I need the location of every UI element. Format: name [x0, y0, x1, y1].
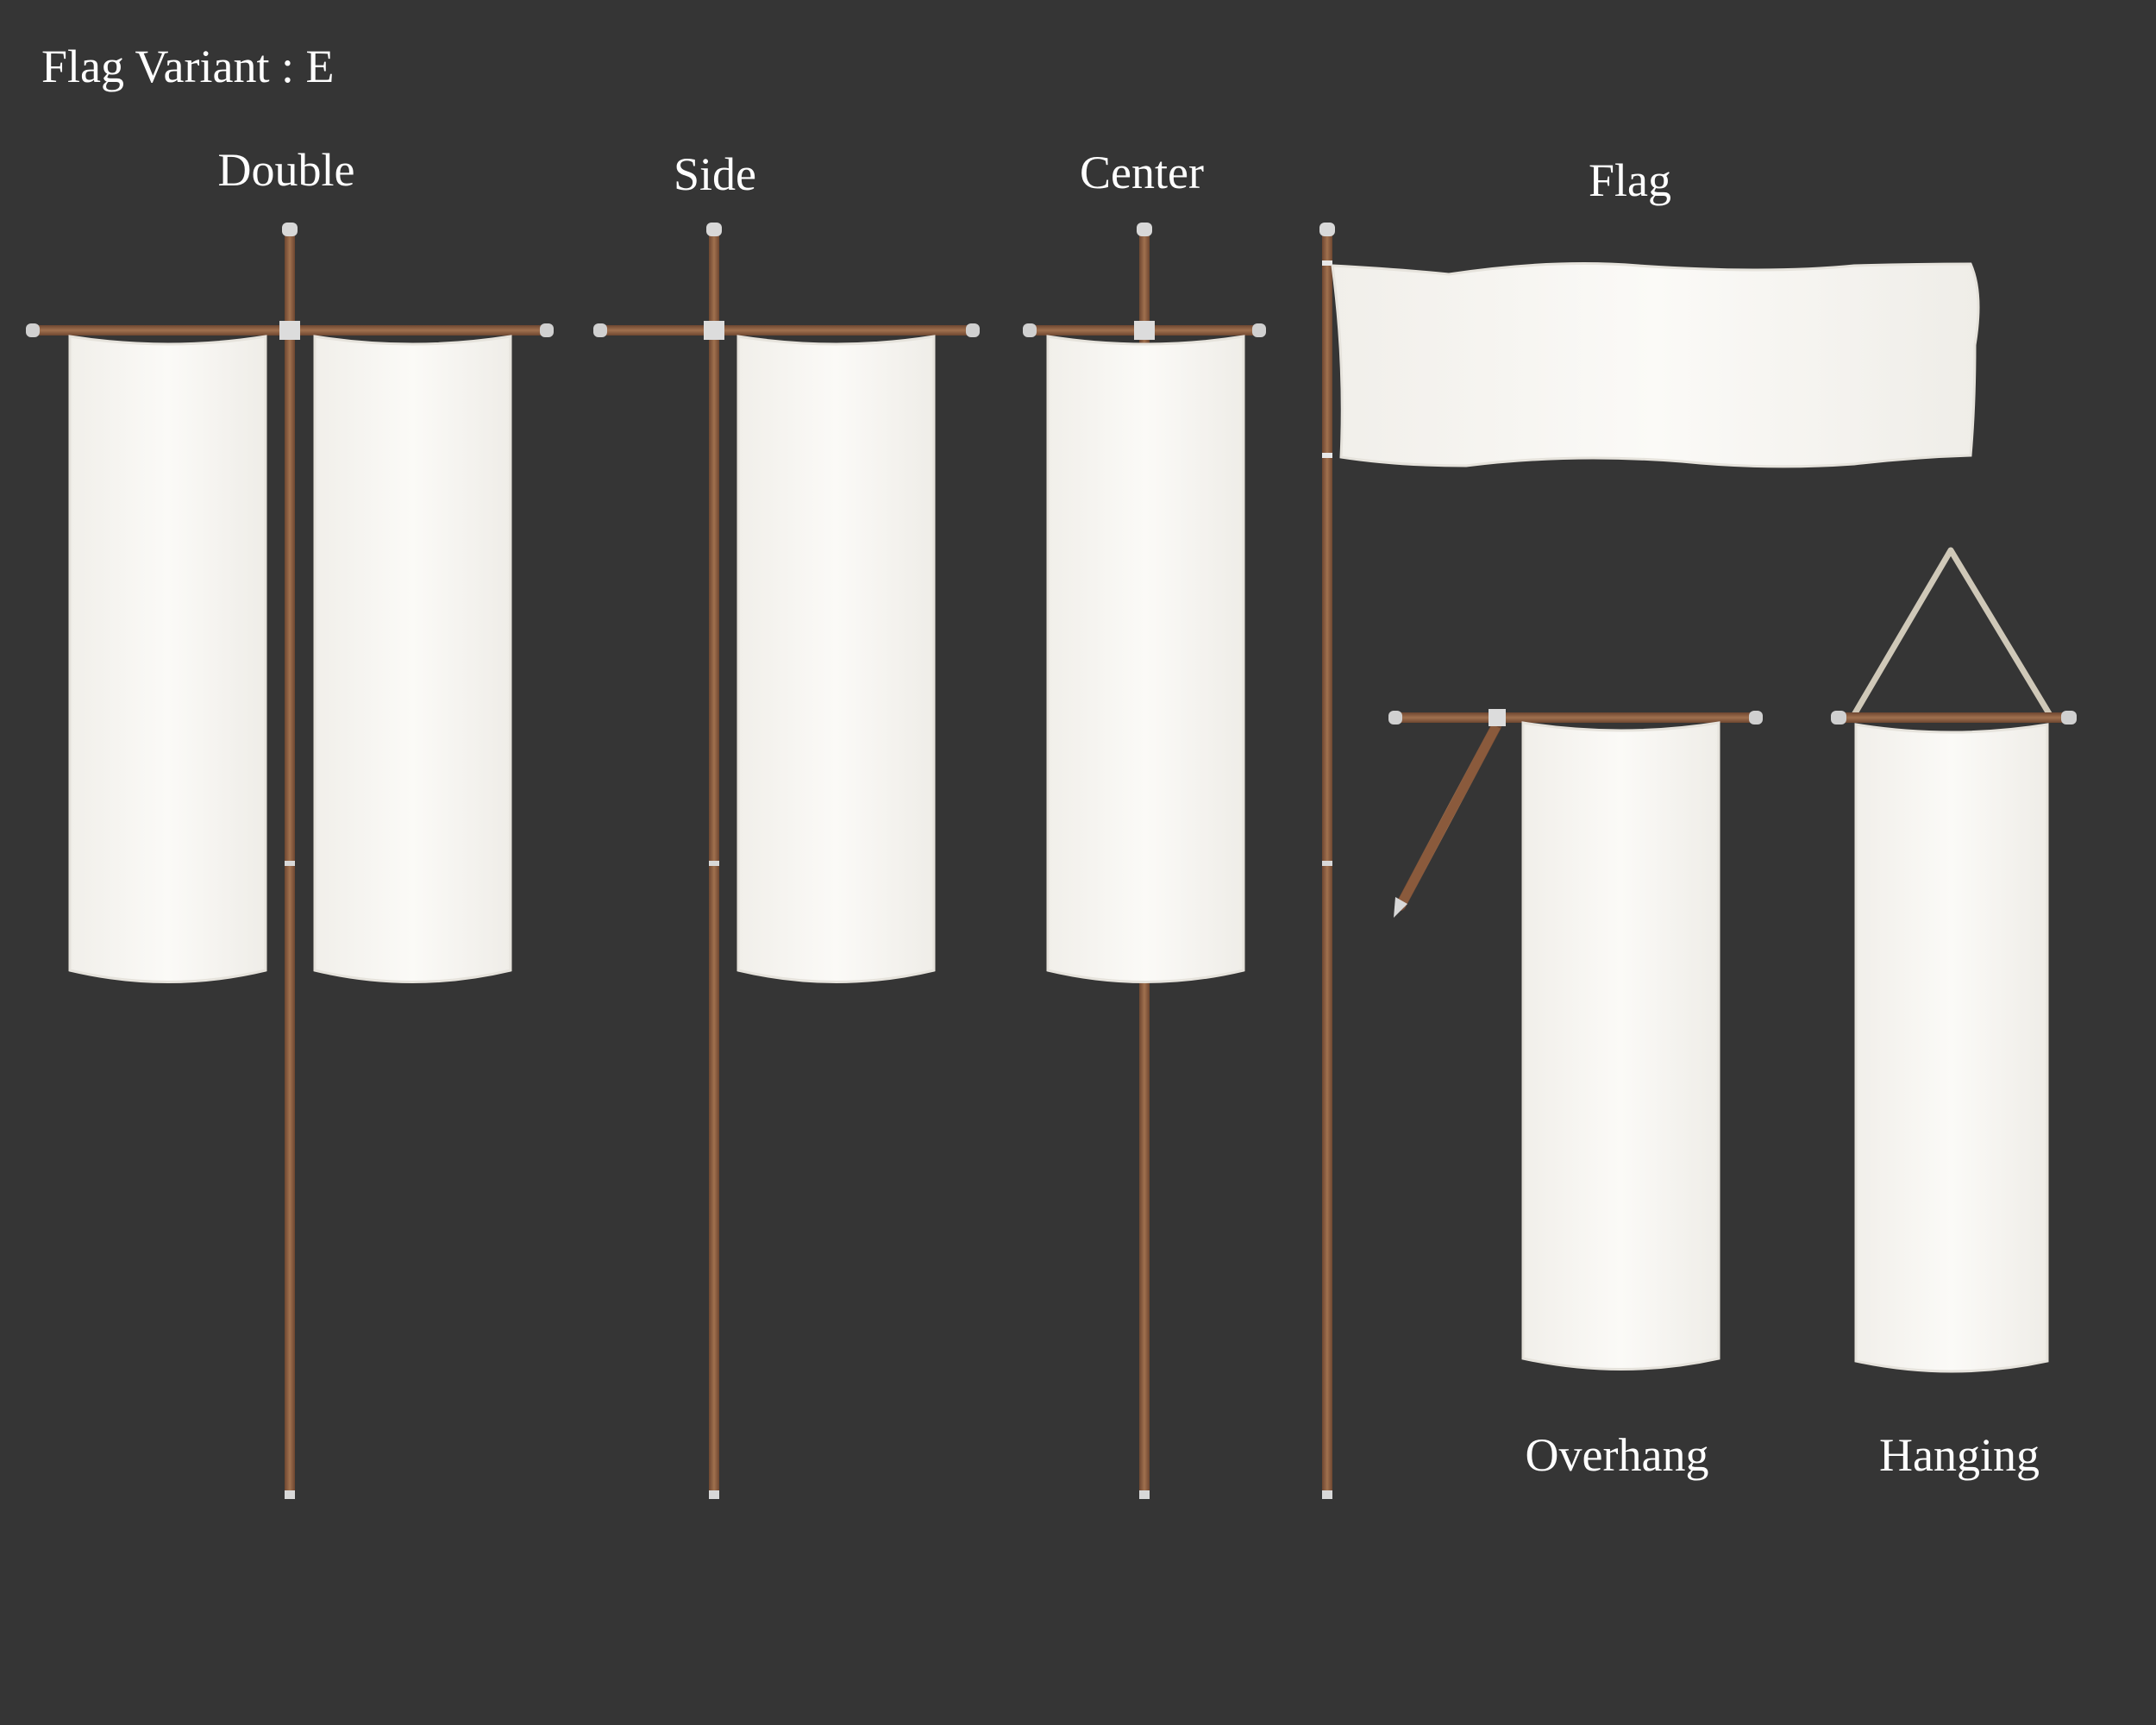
page-title: Flag Variant : E — [41, 41, 335, 92]
double-banner — [26, 223, 554, 1499]
label-hanging: Hanging — [1879, 1429, 2040, 1481]
waving-flag — [1319, 223, 1980, 1499]
side-banner — [593, 223, 980, 1499]
label-overhang: Overhang — [1525, 1429, 1709, 1481]
label-side: Side — [673, 148, 757, 200]
label-center: Center — [1080, 147, 1204, 198]
label-flag: Flag — [1588, 154, 1672, 206]
center-banner — [1023, 223, 1266, 1499]
label-double: Double — [217, 144, 355, 196]
overhang-banner — [1388, 709, 1763, 1371]
hanging-banner — [1831, 547, 2077, 1373]
